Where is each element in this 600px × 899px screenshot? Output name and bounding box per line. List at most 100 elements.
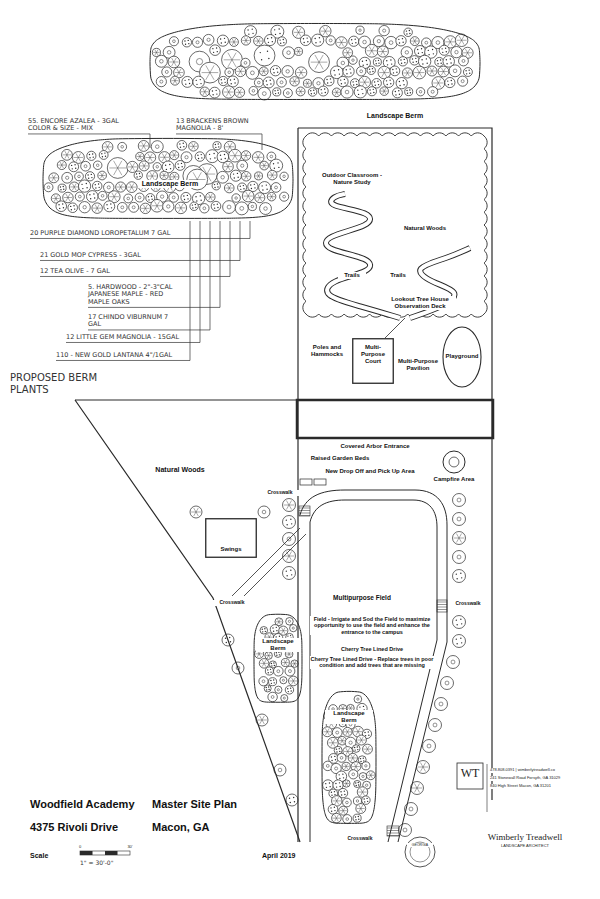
tree-canopy xyxy=(453,616,466,629)
tree-symbol xyxy=(413,66,426,79)
tree-branch xyxy=(164,175,167,176)
tree-dot xyxy=(93,193,94,194)
tree-canopy xyxy=(324,76,334,86)
tree-dot xyxy=(375,85,376,86)
tree-dot xyxy=(362,61,363,62)
tree-dot xyxy=(210,158,211,159)
tree-branch xyxy=(413,41,415,44)
tree-dot xyxy=(91,177,92,178)
tree-symbol xyxy=(356,26,364,34)
tree-canopy xyxy=(379,25,389,35)
tree-trunk xyxy=(340,756,343,759)
tree-dot xyxy=(314,38,315,39)
tree-branch xyxy=(346,781,347,784)
tree-dot xyxy=(196,84,197,85)
tree-symbol xyxy=(69,182,79,192)
tree-branch xyxy=(179,72,181,76)
tree-branch xyxy=(307,83,309,86)
tree-dot xyxy=(354,747,355,748)
tree-branch xyxy=(357,740,361,741)
tree-dot xyxy=(364,732,365,733)
tree-dot xyxy=(243,185,244,186)
tree-dot xyxy=(339,751,340,752)
tree-symbol xyxy=(290,77,299,86)
tree-trunk xyxy=(78,175,81,178)
tree-trunk xyxy=(457,517,461,521)
tree-symbol xyxy=(175,160,185,170)
tree-symbol xyxy=(200,204,209,213)
tree-dot xyxy=(363,760,364,761)
tree-dot xyxy=(291,523,292,524)
tree-branch xyxy=(341,808,343,811)
tree-branch xyxy=(288,654,290,657)
tree-branch xyxy=(74,186,78,187)
tree-dot xyxy=(363,757,364,758)
tree-branch xyxy=(234,42,236,45)
tree-dot xyxy=(334,74,335,75)
tree-branch xyxy=(255,41,259,42)
tree-dot xyxy=(224,38,225,39)
tree-canopy xyxy=(259,677,268,686)
tree-branch xyxy=(174,152,176,155)
tree-dot xyxy=(357,89,358,90)
tree-dot xyxy=(451,83,452,84)
tree-branch xyxy=(259,176,261,179)
tree-branch xyxy=(351,758,353,761)
tree-dot xyxy=(94,197,95,198)
tree-canopy xyxy=(49,173,59,183)
tree-branch xyxy=(244,37,246,40)
tree-branch xyxy=(432,71,434,74)
tree-branch xyxy=(358,731,362,732)
tree-dot xyxy=(330,807,331,808)
tree-branch xyxy=(412,788,417,789)
tree-branch xyxy=(438,83,441,87)
tree-dot xyxy=(234,177,235,178)
tree-symbol xyxy=(200,87,209,96)
tree-branch xyxy=(301,88,303,91)
tree-branch xyxy=(56,198,60,199)
tree-branch xyxy=(295,51,298,52)
tree-trunk xyxy=(287,51,291,55)
tree-symbol xyxy=(206,192,215,201)
tree-symbol xyxy=(349,56,357,64)
tree-branch xyxy=(417,73,420,77)
tree-branch xyxy=(272,196,275,197)
tree-branch xyxy=(105,143,107,147)
tree-branch xyxy=(258,198,260,201)
tree-symbol xyxy=(366,771,375,780)
tree-branch xyxy=(325,27,327,31)
tree-dot xyxy=(356,81,357,82)
tree-symbol xyxy=(136,152,144,160)
tree-trunk xyxy=(250,71,254,75)
tree-canopy xyxy=(336,37,347,48)
tree-canopy xyxy=(282,66,294,78)
tree-dot xyxy=(456,578,457,579)
tree-dot xyxy=(184,40,185,41)
tree-branch xyxy=(340,738,342,741)
tree-symbol xyxy=(451,46,462,57)
tree-canopy xyxy=(203,34,214,45)
tree-branch xyxy=(206,65,210,72)
tree-branch xyxy=(367,775,371,776)
tree-branch xyxy=(232,53,236,60)
tree-dot xyxy=(276,652,277,653)
tree-dot xyxy=(225,42,226,43)
tree-trunk xyxy=(227,205,231,209)
tree-dot xyxy=(372,68,373,69)
tree-branch xyxy=(297,72,302,73)
tree-branch xyxy=(64,197,68,198)
tree-branch xyxy=(192,146,194,149)
tree-branch xyxy=(65,155,67,159)
tree-trunk xyxy=(439,702,443,706)
tree-branch xyxy=(276,621,279,622)
tree-canopy xyxy=(79,202,90,213)
tree-dot xyxy=(350,72,351,73)
tree-branch xyxy=(333,742,337,743)
tree-symbol xyxy=(57,161,66,170)
tree-symbol xyxy=(318,86,328,96)
tree-dot xyxy=(400,59,401,60)
tree-dot xyxy=(214,187,215,188)
tree-symbol xyxy=(289,676,299,686)
tree-branch xyxy=(150,172,152,176)
tree-branch xyxy=(162,157,164,161)
